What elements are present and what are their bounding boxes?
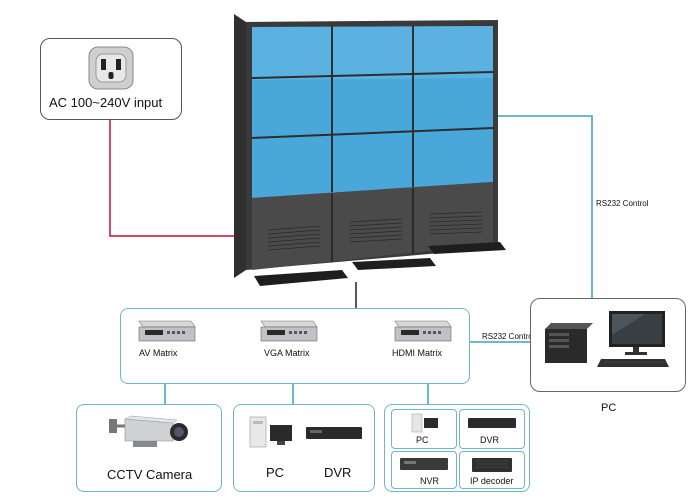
control-pc-box <box>530 298 686 392</box>
video-wall <box>234 14 506 286</box>
cctv-camera-icon <box>109 415 188 447</box>
pc-tile: PC <box>391 409 457 449</box>
vga-matrix-label: VGA Matrix <box>264 348 310 358</box>
dvr-label: DVR <box>324 465 352 480</box>
nvr-tile: NVR <box>391 451 457 489</box>
nvr-label: NVR <box>420 476 440 486</box>
power-cable-line <box>109 118 240 237</box>
cctv-source-box: CCTV Camera <box>76 404 222 492</box>
rs232-label-top: RS232 Control <box>596 199 649 208</box>
hdmi-matrix-device <box>394 320 452 342</box>
pc-tower-icon <box>249 416 267 448</box>
dvr-icon <box>468 418 516 428</box>
control-pc-label: PC <box>601 402 617 414</box>
power-input-label: AC 100~240V input <box>49 95 163 110</box>
hdmi-matrix-label: HDMI Matrix <box>392 348 442 358</box>
pc-label: PC <box>266 465 285 480</box>
network-source-box: PC DVR NVR IP decoder <box>384 404 530 492</box>
network-dvr-label: DVR <box>480 435 500 445</box>
power-outlet-icon <box>88 46 134 90</box>
dvr-tile: DVR <box>459 409 525 449</box>
av-matrix-label: AV Matrix <box>139 348 178 358</box>
cctv-camera-label: CCTV Camera <box>107 467 193 482</box>
control-pc-icon <box>545 311 669 367</box>
rs232-label-mid: RS232 Control <box>482 332 535 341</box>
network-pc-label: PC <box>416 435 429 445</box>
pc-dvr-source-box: PC DVR <box>233 404 375 492</box>
pc-dvr-icons <box>249 416 362 448</box>
pc-icon <box>411 413 438 433</box>
vga-matrix-device <box>260 320 318 342</box>
ip-decoder-tile: IP decoder <box>459 451 525 489</box>
rs232-wall-line <box>496 115 593 298</box>
av-matrix-device <box>138 320 196 342</box>
power-input-box: AC 100~240V input <box>40 38 182 120</box>
ip-decoder-icon <box>472 458 512 472</box>
ip-decoder-label: IP decoder <box>470 476 514 486</box>
matrix-group: AV Matrix VGA Matrix HDMI Matrix <box>120 308 470 384</box>
nvr-icon <box>400 458 448 470</box>
